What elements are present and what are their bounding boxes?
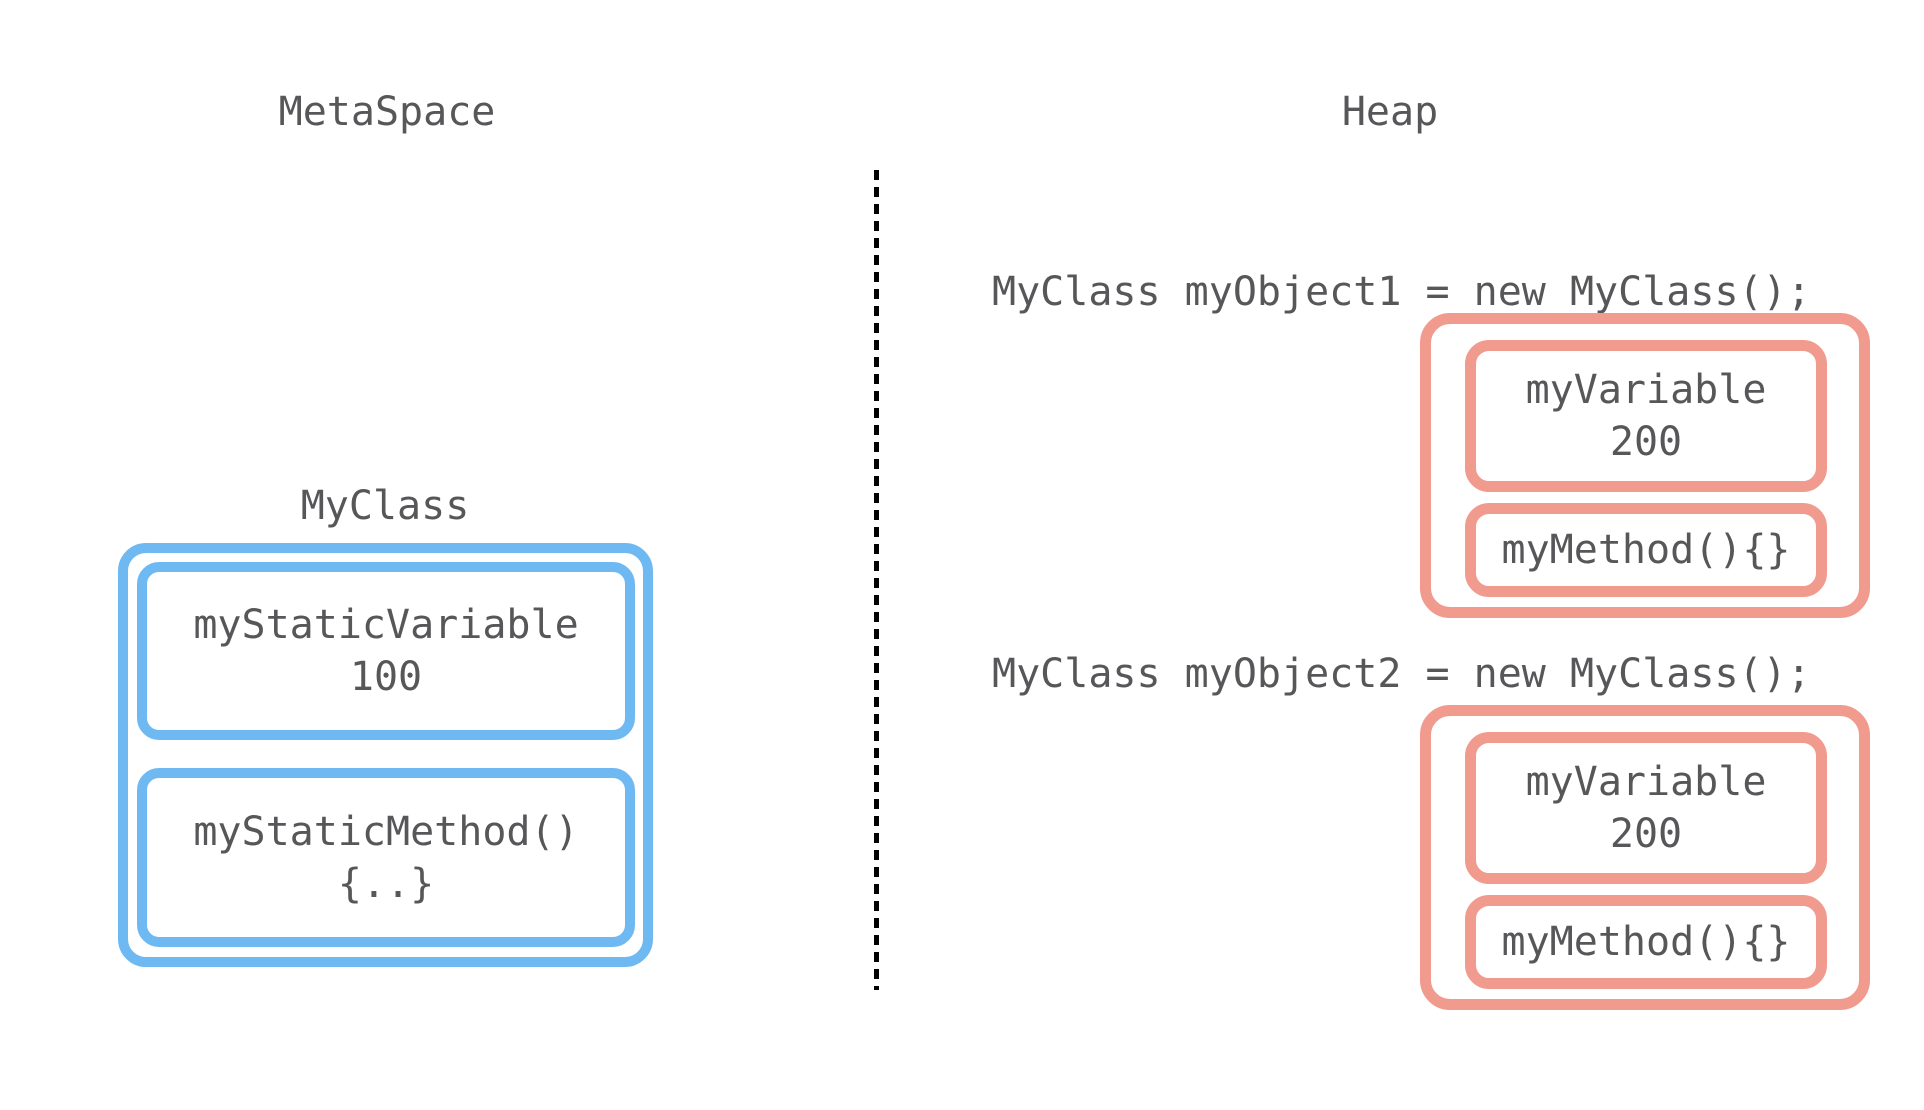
object2-method-box: myMethod(){} bbox=[1465, 895, 1827, 989]
object2-field-value: 200 bbox=[1609, 811, 1683, 857]
object1-method-signature: myMethod(){} bbox=[1501, 527, 1791, 573]
object2-field-name: myVariable bbox=[1525, 759, 1767, 805]
class-name-label: MyClass bbox=[300, 483, 470, 529]
object1-field-box: myVariable 200 bbox=[1465, 340, 1827, 492]
object1-declaration: MyClass myObject1 = new MyClass(); bbox=[992, 269, 1811, 315]
static-method-signature: myStaticMethod() bbox=[193, 808, 579, 855]
static-method-body: {..} bbox=[337, 860, 435, 907]
static-method-box: myStaticMethod() {..} bbox=[137, 768, 635, 947]
object2-method-signature: myMethod(){} bbox=[1501, 919, 1791, 965]
object1-field-name: myVariable bbox=[1525, 367, 1767, 413]
heap-title: Heap bbox=[1341, 89, 1439, 135]
divider-dashed-line bbox=[874, 170, 879, 990]
class-box: myStaticVariable 100 myStaticMethod() {.… bbox=[118, 543, 653, 967]
object1-box: myVariable 200 myMethod(){} bbox=[1420, 313, 1870, 618]
static-field-name: myStaticVariable bbox=[193, 602, 579, 648]
object2-field-box: myVariable 200 bbox=[1465, 732, 1827, 884]
static-field-box: myStaticVariable 100 bbox=[137, 562, 635, 740]
object1-method-box: myMethod(){} bbox=[1465, 503, 1827, 597]
object2-declaration: MyClass myObject2 = new MyClass(); bbox=[992, 651, 1811, 697]
static-field-value: 100 bbox=[349, 654, 423, 700]
metaspace-title: MetaSpace bbox=[278, 89, 496, 135]
object2-box: myVariable 200 myMethod(){} bbox=[1420, 705, 1870, 1010]
object1-field-value: 200 bbox=[1609, 419, 1683, 465]
